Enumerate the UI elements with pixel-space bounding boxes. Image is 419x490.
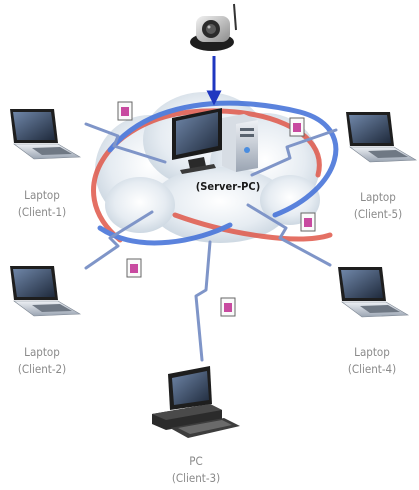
client-4-type: Laptop	[354, 345, 390, 359]
link-client-3	[194, 240, 212, 362]
video-file-icon	[126, 258, 142, 278]
client-1-type: Laptop	[24, 188, 60, 202]
client-5-type: Laptop	[360, 190, 396, 204]
server-label: (Server-PC)	[195, 180, 261, 193]
video-file-icon	[300, 212, 316, 232]
link-client-1	[84, 122, 167, 164]
client-4-name: (Client-4)	[347, 362, 397, 376]
server-pc-icon	[172, 108, 258, 174]
video-file-icon	[220, 297, 236, 317]
orbit-red	[91, 108, 322, 243]
orbit-blue	[107, 100, 339, 218]
client-1-label: Laptop (Client-1)	[18, 187, 66, 221]
laptop-icon	[10, 266, 82, 317]
client-3-type: PC	[189, 454, 203, 468]
client-3-label: PC (Client-3)	[172, 453, 220, 487]
orbit-red-lower	[172, 212, 333, 242]
client-3-name: (Client-3)	[171, 471, 221, 485]
link-client-5	[250, 128, 338, 177]
link-client-4	[246, 203, 332, 267]
client-5-label: Laptop (Client-5)	[354, 189, 402, 223]
video-file-icon	[289, 117, 305, 137]
client-2-label: Laptop (Client-2)	[18, 344, 66, 378]
laptop-icon	[338, 267, 410, 318]
video-file-icon	[117, 101, 133, 121]
laptop-icon	[10, 109, 82, 160]
client-1-name: (Client-1)	[17, 205, 67, 219]
client-2-name: (Client-2)	[17, 362, 67, 376]
wireless-links	[84, 122, 338, 362]
desktop-pc-icon	[152, 366, 240, 438]
client-5-name: (Client-5)	[353, 207, 403, 221]
link-client-2	[84, 210, 154, 270]
client-4-label: Laptop (Client-4)	[348, 344, 396, 378]
ip-camera-icon	[190, 3, 237, 51]
laptop-icon	[346, 112, 418, 163]
client-2-type: Laptop	[24, 345, 60, 359]
